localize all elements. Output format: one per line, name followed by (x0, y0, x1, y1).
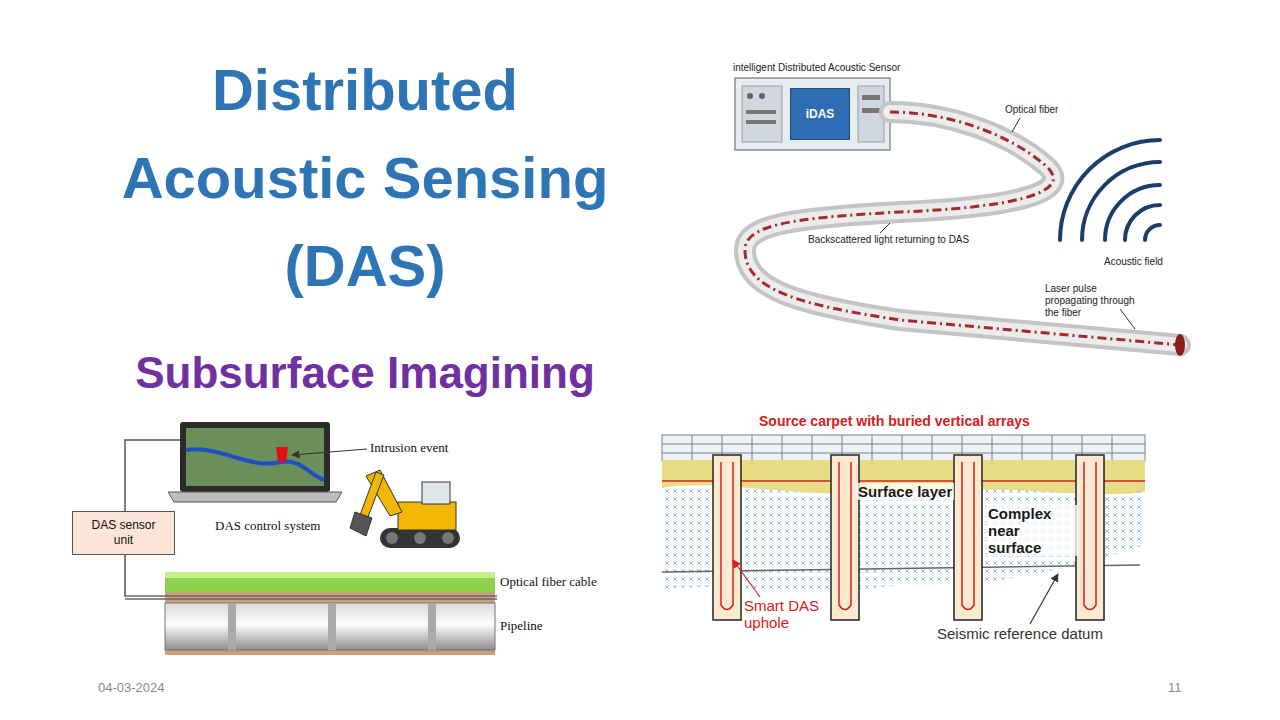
fiber-end (1175, 334, 1185, 356)
das-device (746, 120, 776, 124)
part-label: Optical fiber (1005, 104, 1058, 116)
das-device (735, 78, 890, 150)
leader-line (1120, 309, 1135, 329)
das-device (759, 93, 765, 99)
fiber-cable (125, 596, 497, 599)
wire (124, 555, 126, 597)
leader-line (1012, 118, 1020, 132)
excavator (386, 532, 398, 544)
excavator (442, 532, 454, 544)
part-label: Optical fiber cable (500, 574, 597, 590)
part-label: Acoustic field (1104, 256, 1163, 268)
optical-fiber-tube (745, 112, 1180, 345)
node-text: DAS sensor unit (81, 518, 167, 548)
uphole-label: Smart DAS uphole (744, 597, 834, 631)
laptop (168, 492, 342, 502)
acoustic-waves (1145, 225, 1160, 240)
das-device (862, 95, 880, 100)
fiber-end (1175, 334, 1185, 356)
pointer-arrow (733, 560, 760, 597)
optical-fiber-tube (745, 112, 1180, 345)
excavator (350, 512, 372, 536)
slide-number: 11 (1168, 680, 1182, 695)
part-label: DAS control system (215, 518, 320, 534)
das-fiber-loop (721, 462, 1096, 610)
das-fiber-loop (1084, 462, 1096, 610)
das-device (735, 78, 890, 150)
das-device (747, 93, 753, 99)
intrusion-arrow (292, 449, 367, 455)
event-label: Intrusion event (370, 440, 448, 456)
part-label: Laser pulse propagating through the fibe… (1045, 283, 1145, 319)
acoustic-waves (1105, 185, 1160, 240)
laptop (186, 428, 324, 486)
excavator (422, 482, 450, 504)
optical-fiber-tube (745, 112, 1180, 345)
ground-section (165, 572, 495, 655)
node-text: iDAS (806, 107, 835, 121)
acoustic-waves (1082, 162, 1160, 240)
uphole (1076, 455, 1104, 620)
excavator (350, 470, 460, 548)
device-panel: iDAS (790, 88, 850, 140)
das-fiber-loop (839, 462, 851, 610)
device-label: intelligent Distributed Acoustic Sensor (733, 62, 900, 74)
ground-section (165, 572, 495, 592)
part-label: Backscattered light returning to DAS (808, 234, 969, 246)
excavator (360, 472, 384, 517)
das-fiber-loop (962, 462, 974, 610)
datum-label: Seismic reference datum (935, 625, 1105, 642)
intrusion-arrow (292, 449, 367, 455)
intrusion-marker (276, 447, 288, 462)
wire (125, 440, 180, 511)
fiber-cable (125, 595, 497, 597)
carpet-label: Source carpet with buried vertical array… (756, 413, 1033, 429)
optical-fiber-tube (745, 112, 1180, 345)
uphole (831, 455, 859, 620)
layer-label: Surface layer (856, 483, 954, 500)
source-carpet (662, 453, 1145, 454)
ground-section (165, 603, 495, 650)
excavator (398, 502, 456, 530)
source-carpet (692, 435, 1112, 461)
slide-date: 04-03-2024 (98, 680, 165, 695)
ground-section (328, 603, 336, 650)
ground-section (228, 603, 236, 650)
laptop (168, 422, 342, 502)
uphole (954, 455, 982, 620)
pointer-arrow (1030, 574, 1058, 624)
das-device (742, 86, 782, 142)
das-fiber-loop (721, 462, 733, 610)
excavator (380, 528, 460, 548)
acoustic-waves (1060, 140, 1160, 240)
acoustic-waves (1060, 140, 1160, 240)
source-carpet (662, 444, 1145, 445)
subtitle: Subsurface Imagining (85, 348, 645, 398)
node-label: DAS sensor unit (81, 518, 167, 548)
fiber-cable (125, 598, 497, 600)
acoustic-waves (1125, 205, 1160, 240)
slide-title: Distributed Acoustic Sensing (DAS) (105, 46, 625, 310)
sensor-unit-box: DAS sensor unit (72, 511, 175, 555)
leader-line (880, 223, 890, 233)
laptop (180, 422, 330, 492)
part-label: Pipeline (500, 618, 543, 634)
das-device (862, 108, 880, 113)
layer-label: Complex near surface (986, 505, 1078, 556)
intrusion-marker (276, 447, 288, 462)
uphole (713, 455, 1104, 620)
node-label: iDAS (806, 107, 835, 121)
ground-section (165, 572, 495, 578)
ground-section (428, 603, 436, 650)
das-device (746, 110, 776, 114)
excavator (414, 532, 426, 544)
uphole (713, 455, 741, 620)
